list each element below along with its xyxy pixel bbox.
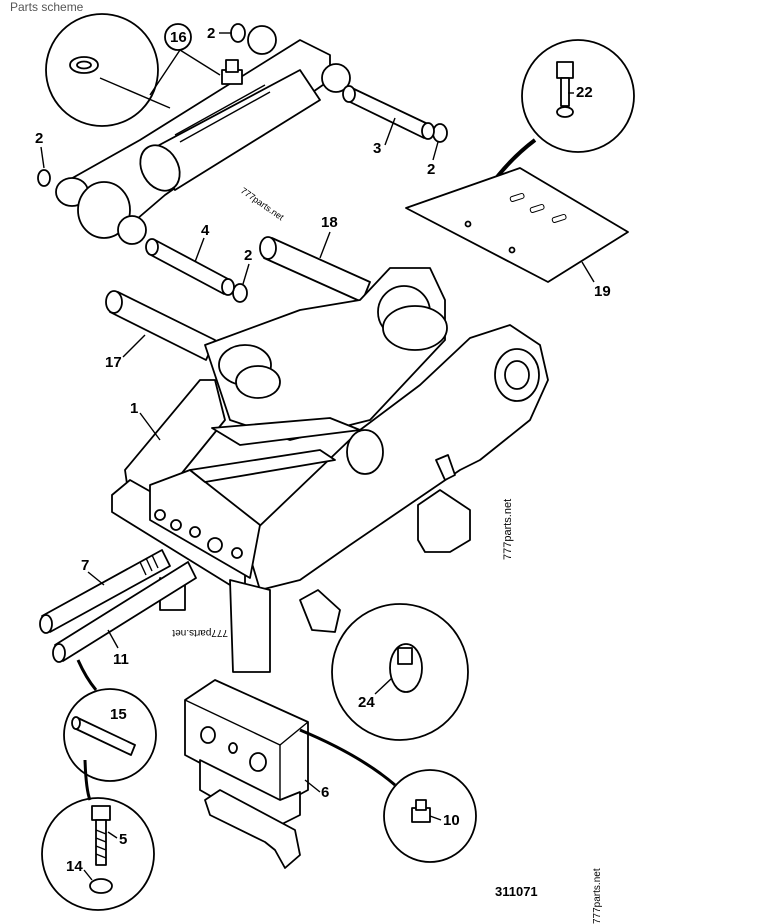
pin-3 bbox=[342, 85, 435, 140]
detail-circle-washer bbox=[45, 13, 171, 127]
plate-19 bbox=[405, 167, 629, 283]
pin-4 bbox=[145, 238, 235, 296]
watermark-4: 777parts.net bbox=[592, 868, 603, 924]
callout-14: 14 bbox=[66, 858, 83, 875]
callout-19: 19 bbox=[594, 283, 611, 300]
callout-6: 6 bbox=[321, 784, 329, 801]
callout-1: 1 bbox=[130, 400, 138, 417]
watermark-2: 777parts.net bbox=[502, 499, 514, 560]
callout-11: 11 bbox=[113, 651, 129, 668]
callout-10: 10 bbox=[443, 812, 460, 829]
drawing-code: 311071 bbox=[495, 884, 538, 899]
link-arm-assembly bbox=[55, 25, 351, 245]
callout-7: 7 bbox=[81, 557, 89, 574]
callout-22: 22 bbox=[576, 84, 593, 101]
circlips bbox=[37, 23, 448, 303]
watermark-3: 777parts.net bbox=[172, 627, 228, 638]
pin-18 bbox=[259, 236, 371, 303]
detail-circle-lynch-pin bbox=[331, 603, 469, 741]
callout-2a: 2 bbox=[207, 25, 215, 42]
pin-11 bbox=[52, 561, 197, 663]
callout-2c: 2 bbox=[427, 161, 435, 178]
main-frame bbox=[111, 267, 549, 673]
callout-24: 24 bbox=[358, 694, 375, 711]
watermark-1: 777parts.net bbox=[239, 185, 286, 222]
callout-16: 16 bbox=[170, 29, 187, 46]
block-6 bbox=[184, 679, 309, 869]
detail-circle-pin bbox=[63, 659, 157, 782]
callout-5: 5 bbox=[119, 831, 127, 848]
pin-17 bbox=[105, 290, 216, 361]
pin-7 bbox=[39, 549, 171, 634]
callout-16-ring bbox=[164, 23, 192, 51]
detail-circle-bolt-nut bbox=[41, 759, 155, 911]
callout-2b: 2 bbox=[35, 130, 43, 147]
callout-4: 4 bbox=[201, 222, 210, 239]
callout-18: 18 bbox=[321, 214, 338, 231]
callout-17: 17 bbox=[105, 354, 122, 371]
callout-3: 3 bbox=[373, 140, 381, 157]
callout-15: 15 bbox=[110, 706, 127, 723]
page-title: Parts scheme bbox=[10, 0, 84, 14]
callout-2d: 2 bbox=[244, 247, 252, 264]
